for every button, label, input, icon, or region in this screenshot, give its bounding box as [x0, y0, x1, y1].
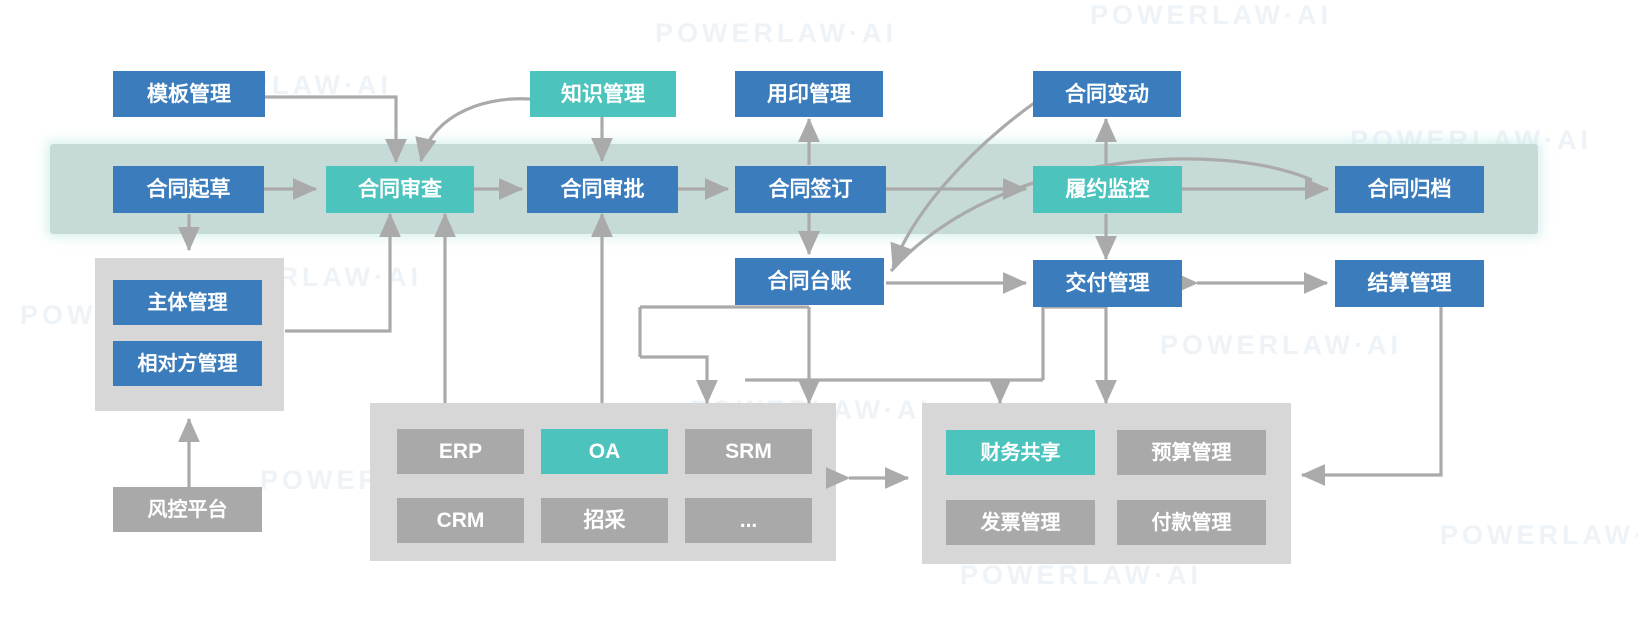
node-label: 知识管理 — [561, 82, 645, 106]
node-label: 发票管理 — [980, 511, 1061, 534]
watermark: POWERLAW·AI — [1160, 330, 1402, 360]
node-label: SRM — [725, 440, 772, 463]
node-label: 预算管理 — [1151, 441, 1232, 464]
node-subject-mgmt[interactable]: 主体管理 — [113, 280, 262, 325]
node-label: 用印管理 — [767, 82, 851, 106]
node-label: 招采 — [583, 509, 626, 532]
node-label: 付款管理 — [1151, 511, 1232, 534]
node-label: 合同归档 — [1367, 178, 1452, 201]
watermark: POWERLAW·AI — [1440, 520, 1638, 550]
node-erp[interactable]: ERP — [397, 429, 524, 474]
node-settlement-mgmt[interactable]: 结算管理 — [1335, 260, 1484, 307]
node-label: 结算管理 — [1367, 272, 1452, 295]
wire-ledger-branch-left-stem — [638, 305, 809, 357]
node-label: 合同审查 — [358, 178, 442, 201]
node-more[interactable]: ... — [685, 498, 812, 543]
node-label: 合同签订 — [768, 178, 853, 201]
wire-ledger-branch-left — [640, 355, 718, 405]
node-template-mgmt[interactable]: 模板管理 — [113, 71, 265, 117]
node-label: 履约监控 — [1065, 178, 1150, 201]
node-label: CRM — [436, 509, 485, 532]
node-contract-sign[interactable]: 合同签订 — [735, 166, 886, 213]
node-counterparty-mgmt[interactable]: 相对方管理 — [113, 341, 262, 386]
node-invoice-mgmt[interactable]: 发票管理 — [946, 500, 1095, 545]
node-contract-approve[interactable]: 合同审批 — [527, 166, 678, 213]
node-bidding[interactable]: 招采 — [541, 498, 668, 543]
node-label: 合同审批 — [560, 178, 645, 201]
node-srm[interactable]: SRM — [685, 429, 812, 474]
node-label: OA — [588, 440, 621, 463]
node-delivery-mgmt[interactable]: 交付管理 — [1033, 260, 1182, 307]
wire-settlement-to-finance — [1300, 307, 1443, 486]
wire-ledger-arc-to-archive — [889, 157, 1313, 273]
watermark: POWERLAW·AI — [655, 18, 897, 48]
node-label: 风控平台 — [147, 498, 228, 521]
node-label: 合同台账 — [767, 270, 852, 293]
node-label: 合同起草 — [146, 178, 231, 201]
node-label: ... — [739, 509, 758, 532]
node-contract-draft[interactable]: 合同起草 — [113, 166, 264, 213]
watermark: POWERLAW·AI — [960, 560, 1202, 590]
node-contract-archive[interactable]: 合同归档 — [1335, 166, 1484, 213]
node-financial-sharing[interactable]: 财务共享 — [946, 430, 1095, 475]
node-label: 交付管理 — [1065, 272, 1150, 295]
node-contract-review[interactable]: 合同审查 — [326, 166, 474, 213]
node-seal-mgmt[interactable]: 用印管理 — [735, 71, 883, 117]
node-budget-mgmt[interactable]: 预算管理 — [1117, 430, 1266, 475]
node-label: 模板管理 — [147, 82, 231, 106]
node-contract-change[interactable]: 合同变动 — [1033, 71, 1181, 117]
watermark: POWERLAW·AI — [1090, 0, 1332, 30]
node-performance-monitor[interactable]: 履约监控 — [1033, 166, 1182, 213]
node-label: 财务共享 — [980, 441, 1061, 464]
node-label: 主体管理 — [147, 291, 228, 314]
wire-change-to-ledger — [890, 99, 1038, 269]
node-risk-platform[interactable]: 风控平台 — [113, 487, 262, 532]
node-payment-mgmt[interactable]: 付款管理 — [1117, 500, 1266, 545]
wire-template-to-review — [265, 95, 407, 164]
node-crm[interactable]: CRM — [397, 498, 524, 543]
node-contract-ledger[interactable]: 合同台账 — [735, 258, 884, 305]
node-label: 合同变动 — [1065, 82, 1149, 106]
wire-subject-to-review — [285, 212, 401, 333]
node-knowledge-mgmt[interactable]: 知识管理 — [530, 71, 676, 117]
wire-delivery-to-finance — [1041, 305, 1106, 403]
node-label: 相对方管理 — [137, 352, 238, 375]
node-oa[interactable]: OA — [541, 429, 668, 474]
node-label: ERP — [438, 440, 483, 463]
wire-knowledge-to-review — [415, 97, 531, 163]
